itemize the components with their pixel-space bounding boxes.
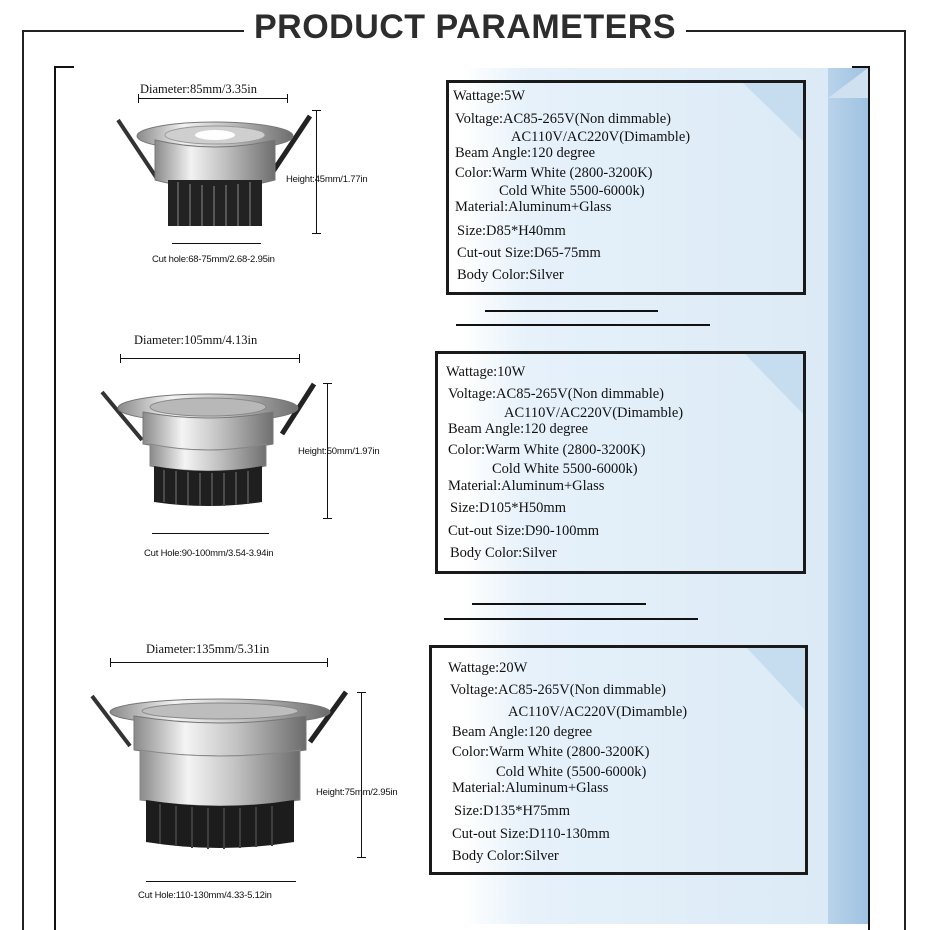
- blue-panel-fold: [828, 68, 868, 98]
- height-label: Height:75mm/2.95in: [316, 787, 398, 798]
- spec-voltage-dimmable: AC110V/AC220V(Dimamble): [508, 704, 688, 720]
- dimension-tick: [357, 857, 366, 858]
- spec-voltage: Voltage:AC85-265V(Non dimmable): [448, 386, 664, 402]
- bracket-top-right-h: [852, 66, 870, 68]
- dimension-tick: [120, 354, 121, 363]
- height-dimension-line: [316, 110, 317, 234]
- spec-cutout-size: Cut-out Size:D90-100mm: [448, 523, 600, 539]
- cut-hole-label: Cut Hole:90-100mm/3.54-3.94in: [144, 548, 274, 559]
- spec-beam-angle: Beam Angle:120 degree: [455, 145, 596, 161]
- dimension-tick: [312, 233, 321, 234]
- spec-wattage: Wattage:20W: [448, 660, 528, 676]
- spec-box-5w: Wattage:5W Voltage:AC85-265V(Non dimmabl…: [446, 80, 806, 295]
- dimension-tick: [138, 94, 139, 103]
- dimension-tick: [323, 518, 332, 519]
- outer-frame-right: [904, 30, 906, 930]
- spec-size: Size:D85*H40mm: [457, 223, 566, 239]
- spec-beam-angle: Beam Angle:120 degree: [448, 421, 589, 437]
- spec-beam-angle: Beam Angle:120 degree: [452, 724, 593, 740]
- spec-color-cold: Cold White 5500-6000k): [499, 183, 645, 199]
- separator-line: [472, 603, 646, 605]
- spec-voltage-dimmable: AC110V/AC220V(Dimamble): [511, 129, 691, 145]
- cut-hole-dimension-line: [152, 533, 269, 534]
- spec-wattage: Wattage:5W: [453, 88, 526, 104]
- spec-color-cold: Cold White 5500-6000k): [492, 461, 638, 477]
- downlight-5w-image: [116, 114, 313, 226]
- spec-color: Color:Warm White (2800-3200K): [448, 442, 646, 458]
- spec-color: Color:Warm White (2800-3200K): [455, 165, 653, 181]
- dimension-tick: [323, 383, 332, 384]
- separator-line: [444, 618, 698, 620]
- spec-color: Color:Warm White (2800-3200K): [452, 744, 650, 760]
- dimension-tick: [287, 94, 288, 103]
- blue-background-panel: [462, 68, 832, 924]
- height-label: Height:50mm/1.97in: [298, 446, 380, 457]
- height-dimension-line: [361, 692, 362, 858]
- separator-line: [485, 310, 658, 312]
- spec-voltage-dimmable: AC110V/AC220V(Dimamble): [504, 405, 684, 421]
- height-dimension-line: [327, 383, 328, 519]
- box-corner-shade: [747, 648, 805, 710]
- dimension-tick: [312, 110, 321, 111]
- cut-hole-dimension-line: [146, 881, 296, 882]
- spec-material: Material:Aluminum+Glass: [452, 780, 609, 796]
- spec-body-color: Body Color:Silver: [457, 267, 564, 283]
- dimension-tick: [299, 354, 300, 363]
- cut-hole-label: Cut hole:68-75mm/2.68-2.95in: [152, 254, 275, 265]
- spec-body-color: Body Color:Silver: [452, 848, 559, 864]
- dimension-tick: [357, 692, 366, 693]
- spec-wattage: Wattage:10W: [446, 364, 526, 380]
- downlight-20w-image: [90, 690, 349, 849]
- dimension-tick: [327, 658, 328, 667]
- diameter-dimension-line: [120, 358, 300, 359]
- cut-hole-dimension-line: [172, 243, 261, 244]
- bracket-right-v: [868, 66, 870, 930]
- diameter-label: Diameter:135mm/5.31in: [146, 642, 270, 656]
- spec-body-color: Body Color:Silver: [450, 545, 557, 561]
- diameter-label: Diameter:85mm/3.35in: [140, 82, 257, 96]
- spec-cutout-size: Cut-out Size:D110-130mm: [452, 826, 610, 842]
- outer-frame-left: [22, 30, 24, 930]
- spec-size: Size:D105*H50mm: [450, 500, 566, 516]
- spec-voltage: Voltage:AC85-265V(Non dimmable): [455, 111, 671, 127]
- spec-color-cold: Cold White (5500-6000k): [496, 764, 647, 780]
- box-corner-shade: [743, 83, 803, 141]
- dimension-tick: [110, 658, 111, 667]
- spec-material: Material:Aluminum+Glass: [455, 199, 612, 215]
- spec-box-10w: Wattage:10W Voltage:AC85-265V(Non dimmab…: [435, 351, 806, 574]
- spec-material: Material:Aluminum+Glass: [448, 478, 605, 494]
- downlight-10w-image: [100, 382, 317, 506]
- spec-cutout-size: Cut-out Size:D65-75mm: [457, 245, 601, 261]
- diameter-label: Diameter:105mm/4.13in: [134, 333, 258, 347]
- height-label: Height:45mm/1.77in: [286, 174, 368, 185]
- spec-voltage: Voltage:AC85-265V(Non dimmable): [450, 682, 666, 698]
- separator-line: [456, 324, 710, 326]
- cut-hole-label: Cut Hole:110-130mm/4.33-5.12in: [138, 890, 272, 901]
- spec-box-20w: Wattage:20W Voltage:AC85-265V(Non dimmab…: [429, 645, 808, 875]
- diameter-dimension-line: [110, 662, 328, 663]
- spec-size: Size:D135*H75mm: [454, 803, 570, 819]
- box-corner-shade: [745, 354, 803, 414]
- bracket-left-v: [54, 66, 56, 930]
- diameter-dimension-line: [138, 98, 288, 99]
- page-title: PRODUCT PARAMETERS: [0, 8, 930, 47]
- blue-side-panel: [828, 68, 868, 924]
- bracket-top-left-h: [54, 66, 74, 68]
